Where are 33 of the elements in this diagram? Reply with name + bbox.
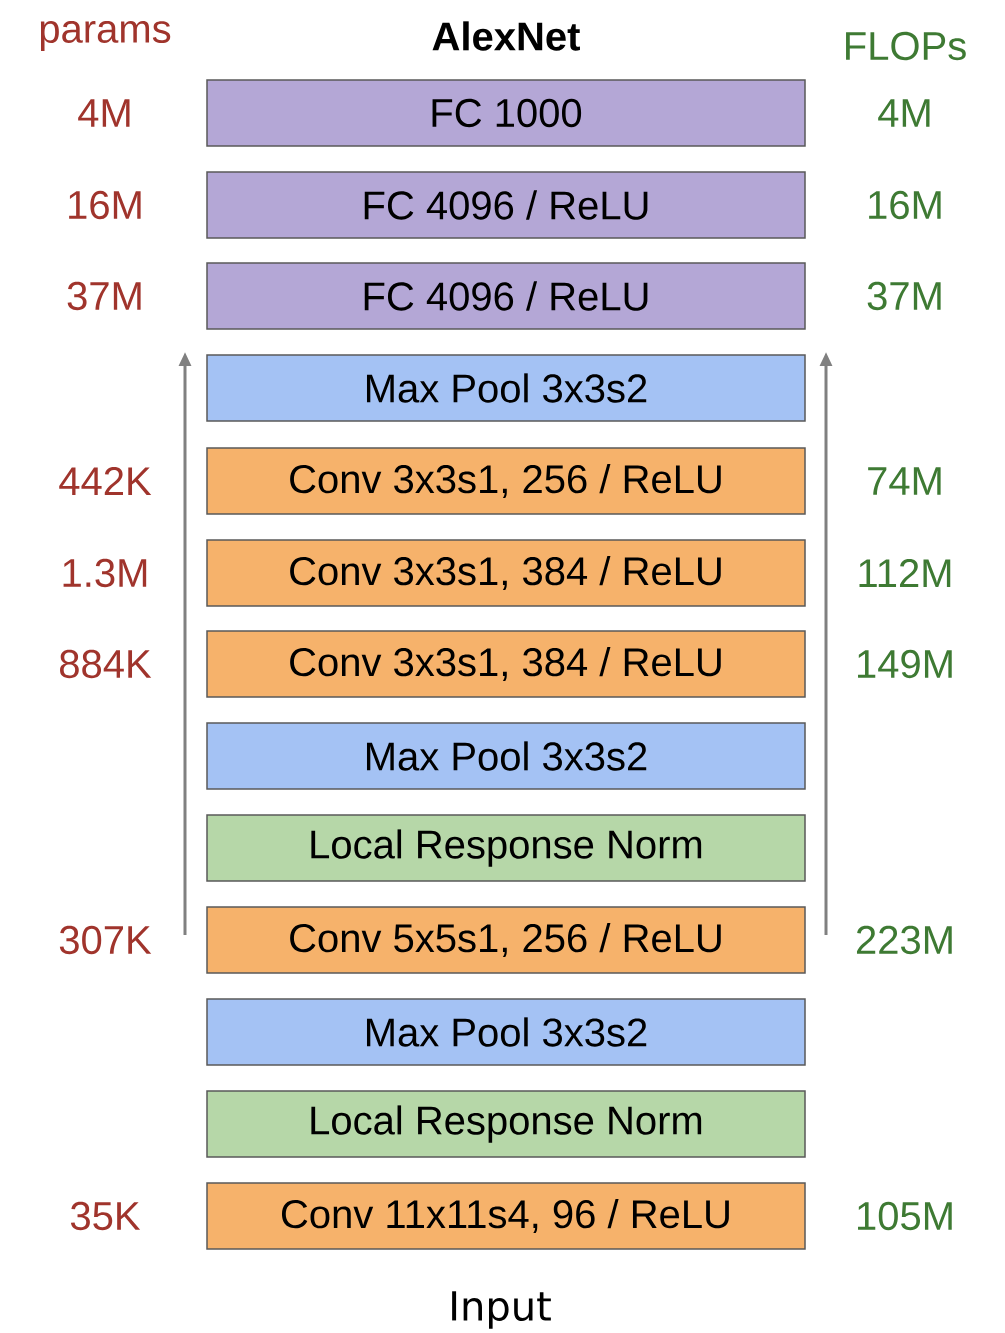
layer-box: Conv 3x3s1, 256 / ReLU bbox=[206, 447, 806, 515]
layer-box: FC 1000 bbox=[206, 79, 806, 147]
layer-box: Max Pool 3x3s2 bbox=[206, 722, 806, 790]
flop-count: 4M bbox=[878, 99, 930, 127]
layer-box: Conv 3x3s1, 384 / ReLU bbox=[206, 630, 806, 698]
layer-box: FC 4096 / ReLU bbox=[206, 262, 806, 330]
input-label: Input bbox=[452, 1291, 551, 1329]
flop-count: 112M bbox=[859, 559, 951, 587]
param-count: 1.3M bbox=[63, 558, 147, 588]
param-count: 884K bbox=[60, 649, 152, 679]
flop-count: 74M bbox=[868, 467, 941, 495]
layer-box: Local Response Norm bbox=[206, 814, 806, 882]
layer-box: FC 4096 / ReLU bbox=[206, 171, 806, 239]
flop-count: 16M bbox=[869, 190, 941, 220]
param-count: 442K bbox=[59, 467, 152, 495]
flop-count: 223M bbox=[857, 925, 952, 955]
flop-count: 37M bbox=[867, 281, 941, 311]
layer-box: Local Response Norm bbox=[206, 1090, 806, 1158]
title: AlexNet bbox=[432, 21, 580, 51]
layer-box: Max Pool 3x3s2 bbox=[206, 998, 806, 1066]
layer-box: Conv 3x3s1, 384 / ReLU bbox=[206, 539, 806, 607]
param-count: 307K bbox=[59, 925, 152, 955]
param-count: 37M bbox=[67, 281, 141, 311]
param-count: 35K bbox=[70, 1201, 141, 1231]
column-heading: params bbox=[40, 21, 171, 51]
flop-count: 149M bbox=[858, 649, 952, 679]
layer-box: Conv 5x5s1, 256 / ReLU bbox=[206, 906, 806, 974]
layer-box: Conv 11x11s4, 96 / ReLU bbox=[206, 1182, 806, 1250]
layer-box: Max Pool 3x3s2 bbox=[206, 354, 806, 422]
column-heading: FLOPs bbox=[846, 31, 966, 61]
param-count: 16M bbox=[69, 190, 141, 220]
param-count: 4M bbox=[78, 99, 130, 127]
flop-count: 105M bbox=[858, 1201, 952, 1231]
